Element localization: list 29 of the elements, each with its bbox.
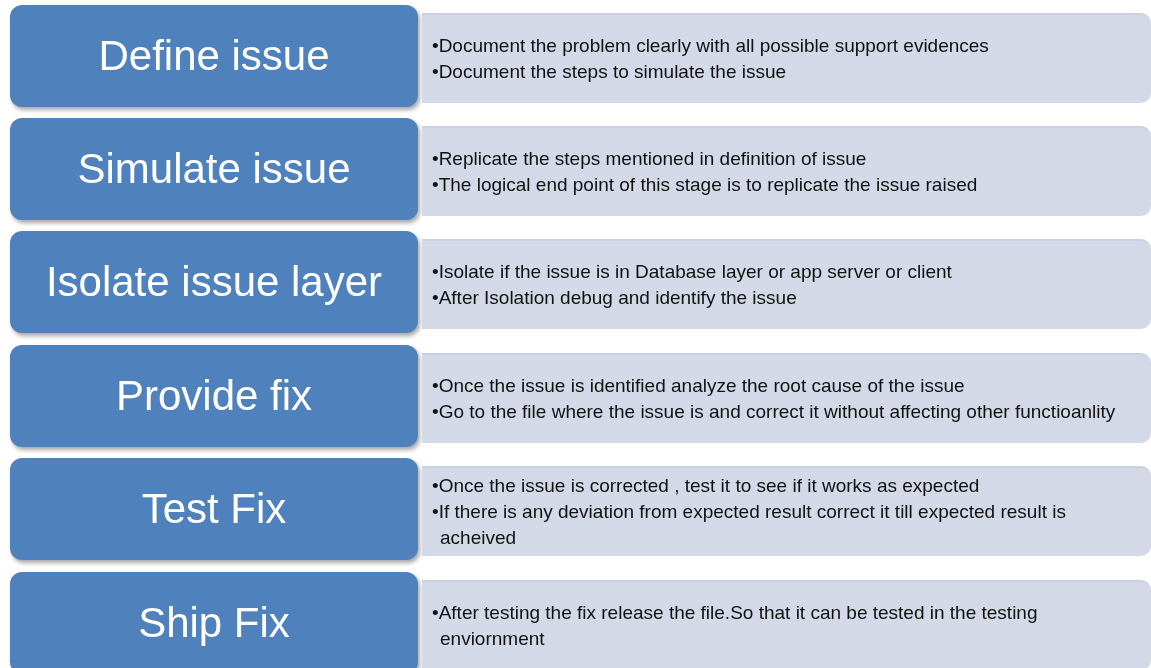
description-panel: [422, 466, 1151, 556]
bullet-text: •Replicate the steps mentioned in definition of issue: [432, 147, 868, 171]
step-box: [10, 5, 418, 107]
description-panel: [422, 13, 1151, 103]
description-panel: [422, 353, 1151, 443]
description-panel: [422, 239, 1151, 329]
step-title: Simulate issue: [77, 143, 351, 194]
description-panel: [422, 580, 1151, 668]
step-box: [10, 345, 418, 447]
step-box: [10, 458, 418, 560]
step-box: [10, 118, 418, 220]
step-box: [10, 231, 418, 333]
step-box: [10, 572, 418, 668]
bullet-text: •After Isolation debug and identify the issue: [432, 286, 798, 310]
bullet-text: •After testing the fix release the file.So that it can be tested in the testing enviornment: [432, 601, 1039, 651]
description-panel: [422, 126, 1151, 216]
bullet-text: •Once the issue is corrected , test it to see if it works as expected: [432, 474, 981, 498]
step-title: Provide fix: [115, 370, 313, 421]
bullet-text: •Once the issue is identified analyze the root cause of the issue: [432, 374, 966, 398]
bullet-text: •Isolate if the issue is in Database layer or app server or client: [432, 260, 953, 284]
step-title: Isolate issue layer: [45, 256, 383, 307]
bullet-text: •Document the problem clearly with all possible support evidences: [432, 34, 990, 58]
bullet-text: •If there is any deviation from expected result correct it till expected result is acheived: [432, 500, 1067, 550]
bullet-text: •The logical end point of this stage is to replicate the issue raised: [432, 173, 979, 197]
step-title: Ship Fix: [138, 597, 290, 648]
step-title: Define issue: [98, 30, 330, 81]
step-title: Test Fix: [141, 483, 287, 534]
bullet-text: •Document the steps to simulate the issue: [432, 60, 788, 84]
bullet-text: •Go to the file where the issue is and correct it without affecting other functioanlity: [432, 400, 1117, 424]
